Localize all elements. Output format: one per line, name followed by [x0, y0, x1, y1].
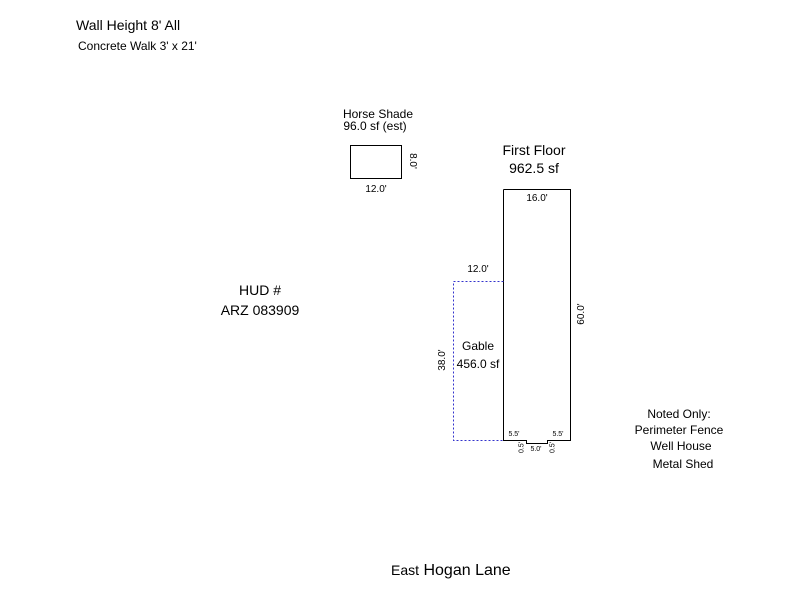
first-floor-label: First Floor: [502, 142, 566, 158]
first-floor-notch-right-dim: 0.5': [549, 441, 557, 454]
first-floor-top-dim: 16.0': [526, 193, 548, 204]
horse-shade-area: 96.0 sf (est): [343, 119, 407, 133]
noted-only-title: Noted Only:: [647, 407, 711, 421]
horse-shade-label: Horse Shade: [342, 107, 414, 121]
street-prefix: East: [391, 562, 420, 578]
street-name: Hogan Lane: [423, 562, 511, 579]
first-floor-bottom-right-dim: 5.5': [552, 431, 564, 438]
gable-label: Gable: [461, 339, 495, 353]
horse-shade-width-dim: 12.0': [365, 184, 387, 195]
gable-top-dim: 12.0': [467, 264, 489, 275]
concrete-walk-note: Concrete Walk 3' x 21': [78, 39, 197, 53]
horse-shade-outline: [350, 145, 402, 179]
noted-only-item: Perimeter Fence: [634, 423, 724, 437]
hud-label: HUD #: [238, 282, 281, 298]
first-floor-outline: [503, 189, 571, 444]
noted-only-item: Metal Shed: [652, 457, 714, 471]
first-floor-notch-left-dim: 0.5': [518, 441, 526, 454]
noted-only-item: Well House: [650, 439, 712, 453]
horse-shade-height-dim: 8.0': [407, 153, 418, 169]
first-floor-bottom-center-dim: 5.0': [530, 446, 542, 453]
gable-area: 456.0 sf: [456, 357, 500, 371]
wall-height-note: Wall Height 8' All: [76, 17, 181, 33]
first-floor-side-dim: 60.0': [576, 303, 587, 325]
gable-side-dim: 38.0': [437, 349, 448, 371]
first-floor-bottom-left-dim: 5.5': [508, 431, 520, 438]
hud-number: ARZ 083909: [220, 302, 300, 318]
gable-outline: [453, 281, 504, 441]
street-label: East Hogan Lane: [391, 563, 511, 579]
first-floor-area: 962.5 sf: [509, 160, 559, 176]
